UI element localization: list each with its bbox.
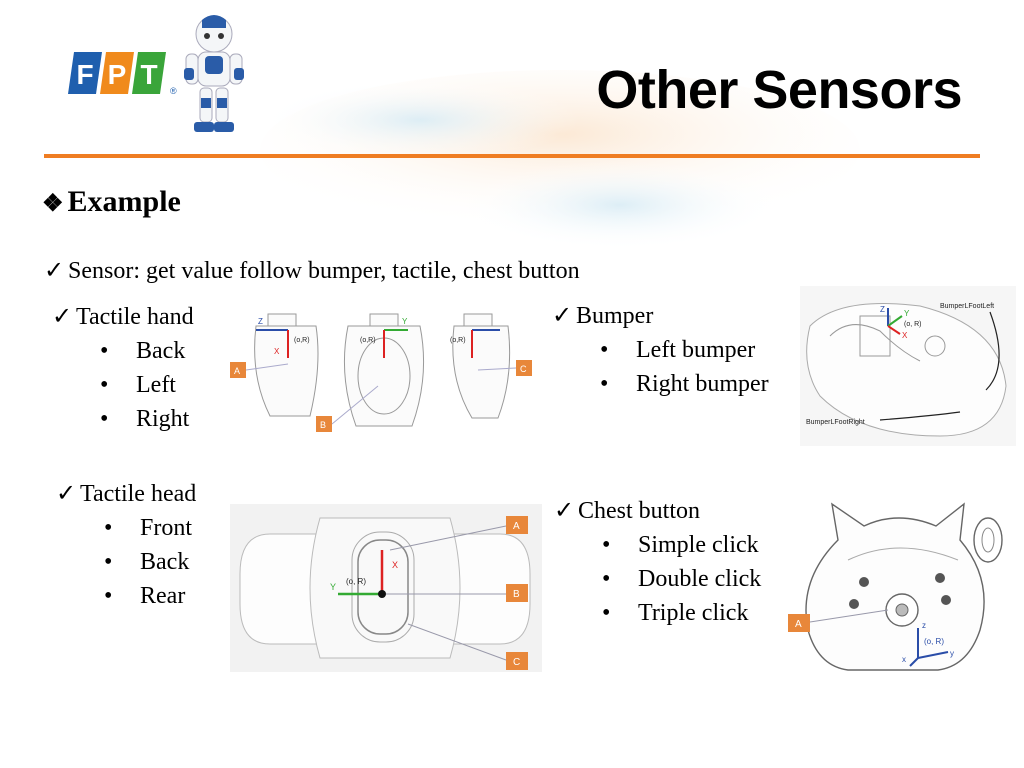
list-item: Right	[52, 402, 194, 436]
list-item: Rear	[56, 579, 196, 613]
chest-marker-a: A	[795, 619, 802, 630]
head-axis-origin: (o, R)	[346, 577, 366, 586]
intro-line: ✓Sensor: get value follow bumper, tactil…	[44, 256, 580, 286]
check-icon: ✓	[552, 303, 573, 329]
logo-letter-f: F	[76, 59, 93, 90]
tactile-hand-list: Back Left Right	[52, 334, 194, 436]
hand-marker-c: C	[520, 364, 527, 374]
head-axis-y: Y	[330, 582, 336, 592]
bumper-axis-y: Y	[904, 309, 910, 318]
check-icon: ✓	[52, 304, 73, 330]
hand-axis-y: Y	[402, 317, 408, 326]
logo-letter-p: P	[108, 59, 127, 90]
list-item: Back	[56, 545, 196, 579]
head-marker-a: A	[513, 521, 520, 532]
head-axis-x: X	[392, 560, 398, 570]
tactile-head-label: Tactile head	[80, 481, 197, 507]
list-item: Double click	[554, 562, 761, 596]
list-item: Left	[52, 368, 194, 402]
hand-axis-x: X	[274, 347, 280, 356]
bumper-section: ✓Bumper Left bumper Right bumper	[552, 299, 769, 401]
chest-button-list: Simple click Double click Triple click	[554, 528, 761, 630]
hand-marker-a: A	[234, 366, 240, 376]
bumper-label-left: BumperLFootLeft	[940, 303, 994, 310]
chest-axis-origin: (o, R)	[924, 637, 944, 646]
bumper-axis-z: Z	[880, 305, 885, 314]
bumper-label-right: BumperLFootRight	[806, 419, 865, 426]
tactile-hand-label: Tactile hand	[76, 304, 194, 330]
example-heading-text: Example	[67, 185, 181, 218]
chest-axis-x: x	[902, 655, 906, 664]
tactile-head-list: Front Back Rear	[56, 511, 196, 613]
fpt-logo: F P T ®	[68, 52, 177, 96]
list-item: Triple click	[554, 596, 761, 630]
head-marker-b: B	[513, 589, 520, 600]
hand-axis-z: Z	[258, 317, 263, 326]
chest-button-figure: z x y (o, R) A	[788, 500, 1008, 672]
chest-axis-y: y	[950, 649, 954, 658]
intro-text: Sensor: get value follow bumper, tactile…	[68, 258, 580, 284]
diamond-bullets-icon: ❖	[42, 191, 64, 217]
bumper-label: Bumper	[576, 303, 654, 329]
head-marker-c: C	[513, 657, 520, 668]
slide-title: Other Sensors	[596, 60, 962, 120]
tactile-head-section: ✓Tactile head Front Back Rear	[56, 477, 196, 613]
header-swoosh	[260, 70, 860, 250]
bumper-axis-x: X	[902, 331, 908, 340]
hand-marker-b: B	[320, 420, 326, 430]
list-item: Right bumper	[552, 367, 769, 401]
chest-button-label: Chest button	[578, 498, 701, 524]
robot-illustration	[184, 15, 244, 132]
tactile-head-figure: X Y (o, R) A B C	[230, 504, 542, 672]
logo-registered: ®	[170, 86, 177, 96]
logo-letter-t: T	[140, 59, 157, 90]
chest-button-section: ✓Chest button Simple click Double click …	[554, 494, 761, 630]
check-icon: ✓	[44, 258, 65, 284]
tactile-hand-section: ✓Tactile hand Back Left Right	[52, 300, 194, 436]
list-item: Front	[56, 511, 196, 545]
bumper-axis-origin: (o, R)	[904, 321, 922, 328]
list-item: Left bumper	[552, 333, 769, 367]
list-item: Simple click	[554, 528, 761, 562]
check-icon: ✓	[56, 481, 77, 507]
hand-axis-origin: (o,R)	[360, 337, 376, 344]
hand-axis-origin: (o,R)	[450, 337, 466, 344]
title-divider	[44, 154, 980, 158]
example-heading: ❖Example	[42, 184, 181, 222]
tactile-hand-figure: Z X (o,R) Y (o,R) (o,R) A B C	[228, 296, 538, 436]
chest-axis-z: z	[922, 621, 926, 630]
hand-axis-origin: (o,R)	[294, 337, 310, 344]
bumper-list: Left bumper Right bumper	[552, 333, 769, 401]
bumper-figure: Z Y X (o, R) BumperLFootLeft BumperLFoot…	[800, 286, 1016, 446]
list-item: Back	[52, 334, 194, 368]
check-icon: ✓	[554, 498, 575, 524]
